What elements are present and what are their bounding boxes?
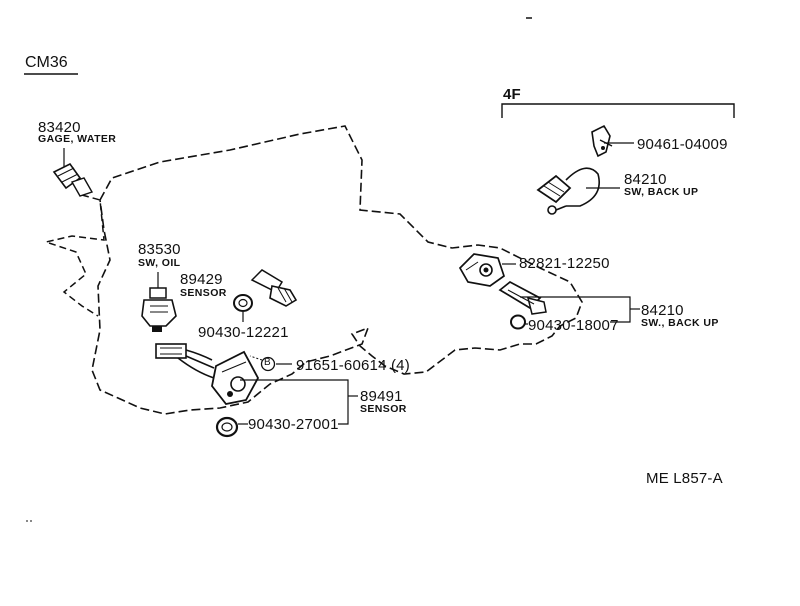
water-gage-part (52, 148, 94, 197)
engine-outline (91, 125, 583, 415)
sensor-89491-part (155, 343, 260, 405)
part-90461-04009-number: 90461-04009 (637, 136, 728, 153)
part-84210-lower-name: SW., BACK UP (641, 317, 719, 329)
part-90430-12221-number: 90430-12221 (198, 324, 289, 341)
sensor-89429-part (250, 269, 298, 307)
part-89491-number: 89491 (360, 388, 403, 405)
figure-id: ME L857-A (646, 470, 723, 487)
callout-b-circle (260, 356, 276, 372)
clamp-90461-part (591, 124, 613, 158)
part-89491-name: SENSOR (360, 403, 407, 415)
part-83420-name: GAGE, WATER (38, 133, 117, 145)
model-code: CM36 (25, 54, 68, 71)
backup-switch-upper-part (536, 167, 600, 215)
group-label: 4F (503, 86, 521, 103)
washer-90430-18007 (510, 314, 526, 330)
part-83420-number: 83420 (38, 119, 81, 136)
part-83530-number: 83530 (138, 241, 181, 258)
part-89429-name: SENSOR (180, 287, 227, 299)
callout-b-letter: B (264, 357, 272, 368)
backup-switch-lower-part (498, 280, 547, 315)
washer-90430-27001 (215, 416, 239, 438)
group-bracket (501, 103, 735, 118)
part-84210-upper-name: SW, BACK UP (624, 186, 699, 198)
part-84210-lower-number: 84210 (641, 302, 684, 319)
oil-switch-part (141, 272, 177, 332)
part-91651-60614-number: 91651-60614 (4) (296, 357, 410, 374)
leader-lines (238, 142, 640, 425)
part-89429-number: 89429 (180, 271, 223, 288)
part-90430-27001-number: 90430-27001 (248, 416, 339, 433)
part-83530-name: SW, OIL (138, 257, 181, 269)
bracket-flange (43, 194, 105, 317)
part-84210-upper-number: 84210 (624, 171, 667, 188)
part-82821-12250-number: 82821-12250 (519, 255, 610, 272)
connector-82821-part (458, 253, 506, 287)
part-90430-18007-number: 90430-18007 (528, 317, 619, 334)
washer-90430-12221 (233, 294, 253, 312)
